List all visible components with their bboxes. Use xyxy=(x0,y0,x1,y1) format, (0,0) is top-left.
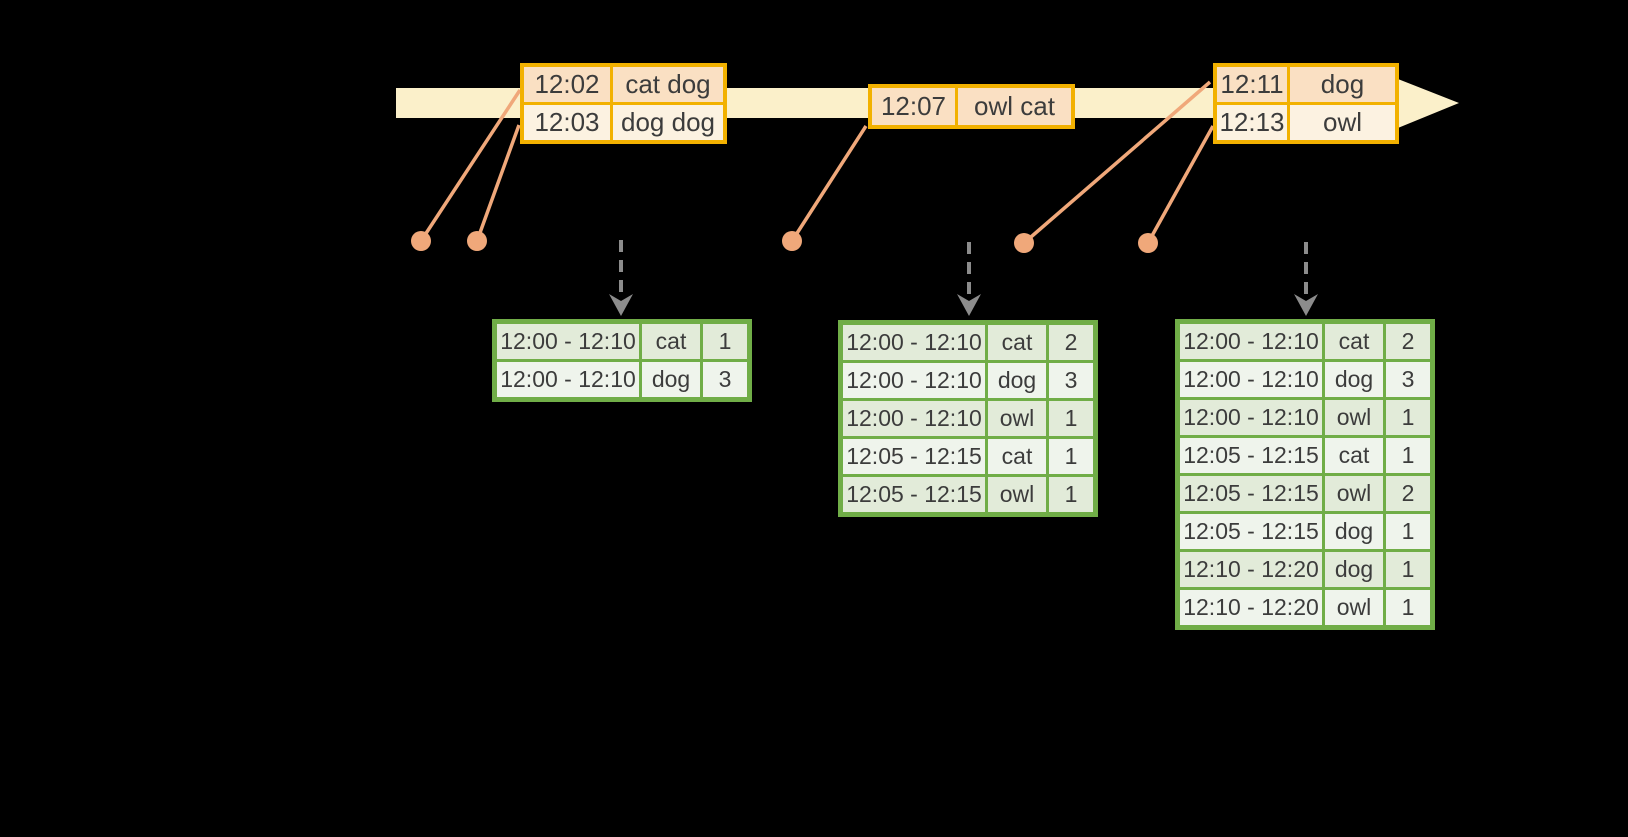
count-cell: 1 xyxy=(1383,435,1434,476)
trigger-arrowhead-icon xyxy=(609,294,633,316)
result-row: 12:05 - 12:15 cat 1 xyxy=(1176,435,1434,476)
result-row: 12:10 - 12:20 dog 1 xyxy=(1176,549,1434,590)
event-time: 12:13 xyxy=(1213,102,1290,144)
window-cell: 12:00 - 12:10 xyxy=(1176,359,1325,400)
event-table-2: 12:07 owl cat xyxy=(868,84,1075,129)
count-cell: 1 xyxy=(1383,587,1434,629)
window-cell: 12:00 - 12:10 xyxy=(839,321,988,363)
event-words: dog xyxy=(1287,63,1399,105)
event-words: owl xyxy=(1287,102,1399,144)
result-row: 12:05 - 12:15 cat 1 xyxy=(839,436,1097,477)
window-cell: 12:10 - 12:20 xyxy=(1176,549,1325,590)
word-cell: owl xyxy=(985,474,1049,516)
word-cell: cat xyxy=(985,436,1049,477)
word-cell: cat xyxy=(639,320,703,362)
count-cell: 3 xyxy=(1046,360,1097,401)
result-row: 12:00 - 12:10 owl 1 xyxy=(1176,397,1434,438)
event-time: 12:11 xyxy=(1213,63,1290,105)
event-time: 12:02 xyxy=(520,63,613,105)
event-dot xyxy=(1014,233,1034,253)
result-row: 12:05 - 12:15 owl 1 xyxy=(839,474,1097,516)
window-cell: 12:05 - 12:15 xyxy=(1176,435,1325,476)
event-dot xyxy=(1138,233,1158,253)
result-table-2: 12:00 - 12:10 cat 2 12:00 - 12:10 dog 3 … xyxy=(838,320,1098,517)
event-words: cat dog xyxy=(610,63,727,105)
count-cell: 2 xyxy=(1383,320,1434,362)
result-row: 12:00 - 12:10 cat 1 xyxy=(493,320,751,362)
event-row: 12:03 dog dog xyxy=(520,102,727,144)
event-words: owl cat xyxy=(955,84,1075,129)
window-cell: 12:10 - 12:20 xyxy=(1176,587,1325,629)
result-table-1: 12:00 - 12:10 cat 1 12:00 - 12:10 dog 3 xyxy=(492,319,752,402)
event-table-1: 12:02 cat dog 12:03 dog dog xyxy=(520,63,727,144)
result-row: 12:00 - 12:10 cat 2 xyxy=(1176,320,1434,362)
result-row: 12:00 - 12:10 dog 3 xyxy=(493,359,751,401)
event-dot xyxy=(467,231,487,251)
window-cell: 12:00 - 12:10 xyxy=(839,398,988,439)
word-cell: cat xyxy=(1322,320,1386,362)
event-row: 12:07 owl cat xyxy=(868,84,1075,129)
result-row: 12:10 - 12:20 owl 1 xyxy=(1176,587,1434,629)
word-cell: dog xyxy=(1322,511,1386,552)
window-cell: 12:00 - 12:10 xyxy=(1176,397,1325,438)
event-time: 12:03 xyxy=(520,102,613,144)
count-cell: 1 xyxy=(700,320,751,362)
word-cell: dog xyxy=(1322,359,1386,400)
word-cell: dog xyxy=(985,360,1049,401)
result-row: 12:00 - 12:10 owl 1 xyxy=(839,398,1097,439)
count-cell: 1 xyxy=(1046,398,1097,439)
window-cell: 12:00 - 12:10 xyxy=(493,320,642,362)
result-row: 12:05 - 12:15 owl 2 xyxy=(1176,473,1434,514)
window-cell: 12:05 - 12:15 xyxy=(1176,511,1325,552)
word-cell: cat xyxy=(1322,435,1386,476)
count-cell: 2 xyxy=(1383,473,1434,514)
window-cell: 12:00 - 12:10 xyxy=(1176,320,1325,362)
event-time: 12:07 xyxy=(868,84,958,129)
word-cell: dog xyxy=(639,359,703,401)
result-row: 12:00 - 12:10 dog 3 xyxy=(839,360,1097,401)
window-cell: 12:05 - 12:15 xyxy=(839,436,988,477)
event-words: dog dog xyxy=(610,102,727,144)
event-row: 12:11 dog xyxy=(1213,63,1399,105)
count-cell: 1 xyxy=(1383,511,1434,552)
event-line xyxy=(790,125,868,242)
event-line xyxy=(1146,125,1215,244)
trigger-arrowhead-icon xyxy=(1294,294,1318,316)
event-dot xyxy=(782,231,802,251)
word-cell: owl xyxy=(1322,397,1386,438)
window-cell: 12:00 - 12:10 xyxy=(839,360,988,401)
word-cell: owl xyxy=(1322,473,1386,514)
window-cell: 12:00 - 12:10 xyxy=(493,359,642,401)
count-cell: 1 xyxy=(1383,397,1434,438)
trigger-arrowhead-icon xyxy=(957,294,981,316)
event-line xyxy=(475,124,521,242)
word-cell: owl xyxy=(985,398,1049,439)
result-table-3: 12:00 - 12:10 cat 2 12:00 - 12:10 dog 3 … xyxy=(1175,319,1435,630)
event-dot xyxy=(411,231,431,251)
event-row: 12:02 cat dog xyxy=(520,63,727,105)
count-cell: 3 xyxy=(700,359,751,401)
count-cell: 2 xyxy=(1046,321,1097,363)
timeline-arrowhead-icon xyxy=(1393,77,1459,130)
window-cell: 12:05 - 12:15 xyxy=(839,474,988,516)
word-cell: owl xyxy=(1322,587,1386,629)
count-cell: 1 xyxy=(1046,436,1097,477)
event-row: 12:13 owl xyxy=(1213,102,1399,144)
count-cell: 1 xyxy=(1046,474,1097,516)
count-cell: 1 xyxy=(1383,549,1434,590)
window-cell: 12:05 - 12:15 xyxy=(1176,473,1325,514)
count-cell: 3 xyxy=(1383,359,1434,400)
word-cell: cat xyxy=(985,321,1049,363)
event-table-3: 12:11 dog 12:13 owl xyxy=(1213,63,1399,144)
result-row: 12:05 - 12:15 dog 1 xyxy=(1176,511,1434,552)
result-row: 12:00 - 12:10 cat 2 xyxy=(839,321,1097,363)
result-row: 12:00 - 12:10 dog 3 xyxy=(1176,359,1434,400)
word-cell: dog xyxy=(1322,549,1386,590)
